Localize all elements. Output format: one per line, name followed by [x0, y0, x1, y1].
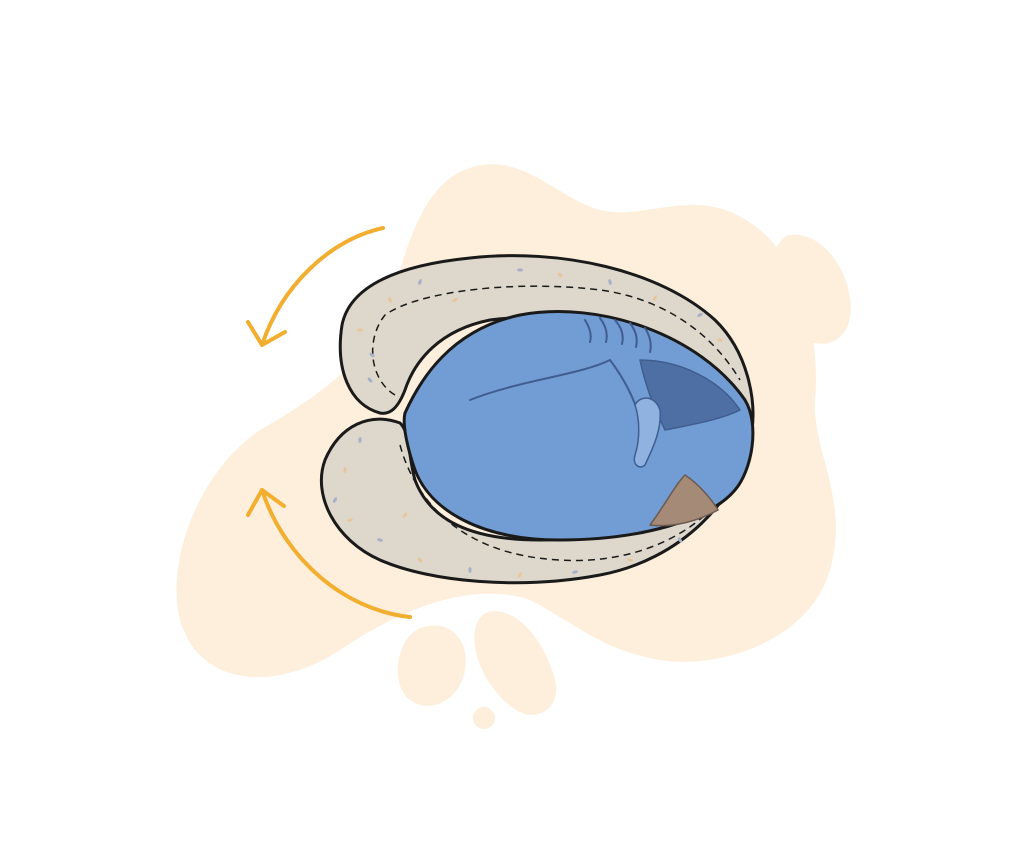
shell-speck: [572, 570, 578, 574]
shell-speck: [343, 467, 347, 473]
shell-speck: [417, 557, 423, 563]
shell-speck: [402, 512, 408, 518]
shell-speck: [388, 297, 392, 303]
shell-speck: [418, 279, 422, 285]
shell-speck: [369, 352, 375, 358]
shell-speck: [367, 377, 373, 383]
shell-speck: [677, 537, 683, 543]
shell-speck: [608, 279, 612, 285]
shell-speck: [468, 567, 472, 573]
shell-specks: [332, 268, 723, 578]
arrow-clockwise-icon: [246, 488, 412, 619]
shell-speck: [332, 497, 338, 503]
clam-body: [402, 310, 755, 542]
shell-speck: [452, 297, 458, 303]
shell-speck: [347, 518, 353, 522]
shell-speck: [358, 437, 362, 443]
shell-speck: [697, 313, 703, 317]
shell-speck: [557, 272, 563, 278]
arrow-counterclockwise-icon: [246, 226, 385, 347]
shell-speck: [717, 338, 723, 342]
shell-speck: [517, 268, 523, 272]
shell-speck: [377, 538, 383, 542]
shell-speck: [517, 572, 523, 578]
shell-speck: [653, 295, 657, 301]
shell-speck: [627, 558, 633, 562]
shell-speck: [357, 328, 363, 332]
upper-shell-valve: [338, 254, 755, 432]
